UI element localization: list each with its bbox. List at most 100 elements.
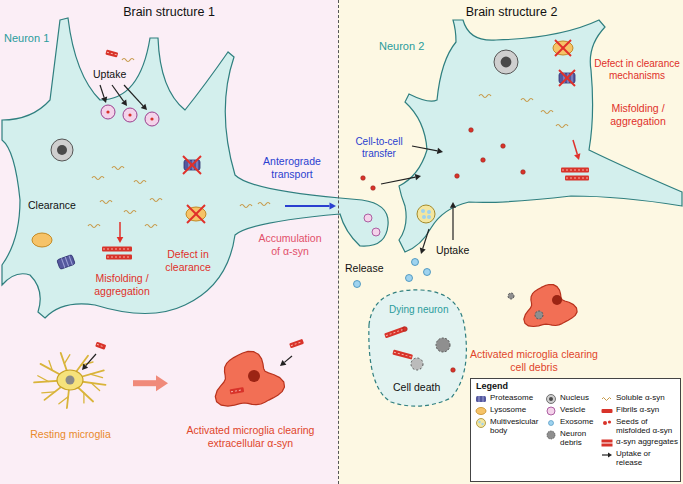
- line-shape: [65, 257, 68, 266]
- activated-microglia: Activated microglia clearing extracellul…: [168, 334, 333, 464]
- arrow-head: [101, 97, 107, 103]
- line-shape: [394, 352, 411, 357]
- soluble-asyn: [240, 205, 252, 208]
- asyn-seed: [481, 158, 486, 163]
- circle-shape: [422, 215, 426, 219]
- neuron-name: Neuron 2: [379, 40, 429, 53]
- circle-shape: [608, 420, 611, 423]
- neuron-cell-drawing: [0, 18, 395, 328]
- line-shape: [103, 249, 131, 250]
- soluble-asyn: [134, 181, 146, 184]
- legend-text: Fibrils α-syn: [616, 406, 679, 415]
- legend-symbol: [545, 418, 557, 428]
- rect-shape: [102, 247, 132, 252]
- rect-shape: [230, 387, 245, 394]
- nucleus: [494, 50, 518, 74]
- neuron-debris: [508, 293, 514, 299]
- soluble-asyn: [150, 199, 162, 202]
- rect-shape: [106, 255, 132, 260]
- microglia-body: [57, 370, 83, 390]
- path-shape: [602, 398, 611, 401]
- legend-symbol: [475, 418, 487, 428]
- microglia-body: [215, 351, 284, 406]
- exosome: [406, 275, 413, 282]
- arrow-line: [119, 222, 121, 237]
- line-shape: [483, 396, 484, 402]
- asyn-seed: [106, 110, 109, 113]
- neuron-name: Neuron 1: [4, 32, 54, 45]
- legend-symbol: [601, 418, 613, 428]
- defect-cross: [559, 70, 575, 86]
- cell-label: Dying neuron: [389, 304, 453, 316]
- line-shape: [479, 396, 480, 402]
- neuron-cell-drawing: [346, 18, 682, 280]
- soluble-asyn: [92, 177, 104, 180]
- legend-symbol: [545, 394, 557, 404]
- legend-item: Lysosome: [475, 406, 543, 416]
- panel-heading: Brain structure 1: [0, 5, 338, 20]
- legend-symbol: [545, 406, 557, 416]
- microglia-branch: [91, 383, 99, 391]
- rect-shape: [602, 439, 613, 442]
- asyn-seed: [451, 368, 456, 373]
- arrow-head: [121, 100, 127, 107]
- nucleus: [66, 376, 75, 385]
- connector-line: [133, 380, 156, 386]
- annotation-label: Defect in clearance mechanisms: [594, 58, 680, 82]
- annotation-label: Misfolding / aggregation: [598, 102, 678, 127]
- soluble-asyn: [521, 99, 533, 102]
- line-shape: [107, 257, 131, 258]
- circle-shape: [481, 423, 483, 425]
- legend-text: Multivesicular body: [490, 418, 543, 436]
- legend-item: Proteasome: [475, 394, 543, 404]
- soluble-asyn: [145, 225, 157, 228]
- ellipse-shape: [476, 408, 486, 415]
- annotation-label: Uptake: [436, 244, 476, 257]
- line-shape: [231, 390, 243, 392]
- circle-shape: [421, 209, 425, 213]
- annotation-label: Uptake: [93, 68, 133, 81]
- legend-text: Uptake or release: [616, 450, 679, 468]
- dying-neuron: Dying neuronCell death: [365, 286, 469, 410]
- asyn-fibril: [102, 247, 132, 252]
- arrow-line: [284, 356, 292, 362]
- transition-arrow: [133, 375, 168, 391]
- arrow-line: [285, 205, 330, 207]
- legend-text: Seeds of misfolded α-syn: [616, 418, 679, 436]
- circle-shape: [549, 421, 554, 426]
- activated-microglia-drawing: [459, 272, 609, 376]
- legend-text: Soluble α-syn: [616, 394, 679, 403]
- legend-column: Soluble α-synFibrils α-synSeeds of misfo…: [601, 394, 679, 468]
- legend-symbol: [601, 450, 613, 460]
- arrow-head: [450, 202, 456, 208]
- asyn-fibril: [392, 350, 413, 360]
- asyn-seed: [150, 117, 153, 120]
- arrow-head: [117, 237, 124, 243]
- soluble-asyn: [100, 201, 112, 204]
- cell-label: Cell death: [393, 381, 449, 394]
- circle-shape: [427, 215, 431, 219]
- arrow-line: [381, 177, 415, 184]
- arrow-head: [420, 248, 426, 254]
- circle-shape: [549, 397, 553, 401]
- synaptic-vesicle: [372, 228, 380, 236]
- legend-symbol: [601, 394, 613, 404]
- line-shape: [97, 344, 105, 347]
- vesicle: [101, 105, 115, 119]
- legend-text: Vesicle: [560, 406, 599, 415]
- asyn-fibril: [230, 387, 245, 394]
- rect-shape: [289, 339, 304, 348]
- legend-text: Neuron debris: [560, 430, 599, 448]
- legend-item: α-syn aggregates: [601, 438, 679, 448]
- arrow-line: [112, 85, 124, 101]
- annotation-label: Accumulation of α-syn: [256, 232, 324, 257]
- microglia-branch: [90, 374, 102, 378]
- asyn-seed: [469, 128, 474, 133]
- activated-microglia: Activated microglia clearing cell debris: [459, 272, 609, 376]
- legend-text: Nucleus: [560, 394, 599, 403]
- annotation-label: Defect in clearance: [162, 248, 214, 273]
- legend-symbol: [475, 394, 487, 404]
- annotation-label: Misfolding / aggregation: [88, 272, 156, 297]
- soluble-asyn: [541, 111, 553, 114]
- microglia-branch: [59, 397, 68, 404]
